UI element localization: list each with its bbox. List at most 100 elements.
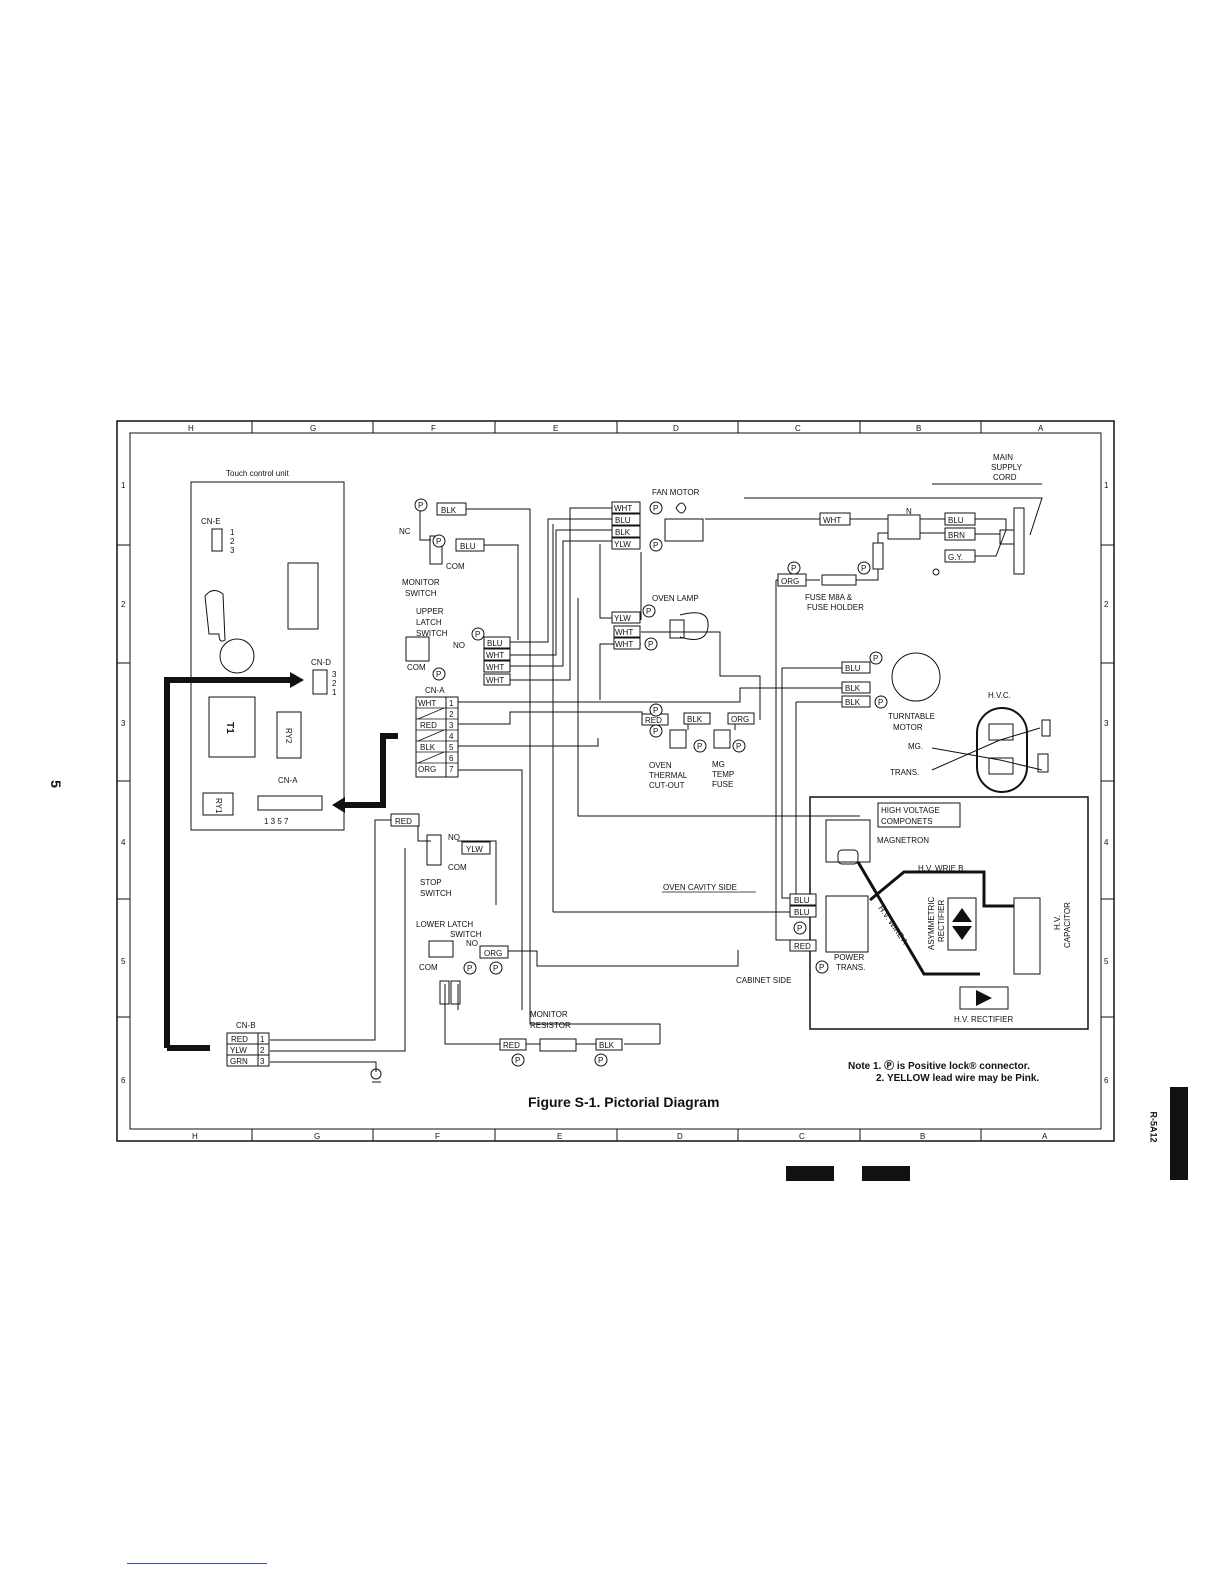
upper-latch-switch: UPPER LATCH SWITCH NO COM (405, 607, 465, 672)
asym-rectifier-label: RECTIFIER (937, 900, 946, 942)
asym-rectifier-label: ASYMMETRIC (927, 896, 936, 950)
cnb-pin-num: 3 (260, 1057, 265, 1066)
ry2-label: RY2 (284, 728, 293, 744)
oven-thermal-label: OVEN (649, 761, 672, 770)
monitor-switch-label: MONITOR (402, 578, 440, 587)
p-connector-letter: P (515, 1056, 520, 1065)
p-connector-letter: P (467, 964, 472, 973)
cnb-label: CN-B (236, 1021, 256, 1030)
note-1: Note 1. Ⓟ is Positive lock® connector. (848, 1061, 1030, 1072)
wire-tag-text: BLK (845, 698, 861, 707)
p-connector-letter: P (878, 698, 883, 707)
wire-tag-text: G.Y. (948, 553, 963, 562)
col-label-bottom: H (192, 1132, 198, 1141)
wire-tag-text: ORG (781, 577, 799, 586)
wire-tag-text: BLU (948, 516, 964, 525)
cna-board-label: CN-A (278, 776, 298, 785)
cnd-pin: 1 (332, 688, 337, 697)
row-label-left: 3 (121, 719, 126, 728)
wire-tag-text: BRN (948, 531, 965, 540)
hv-capacitor (1013, 897, 1041, 975)
wire-tag-text: ORG (484, 949, 502, 958)
main-cord-label: MAIN (993, 453, 1013, 462)
fan-icon (675, 502, 687, 514)
model-number: R-5A12 (1148, 1111, 1159, 1143)
com-label: COM (407, 663, 426, 672)
cna-pin-num: 2 (449, 710, 454, 719)
p-connector-letter: P (493, 964, 498, 973)
row-label-left: 5 (121, 957, 126, 966)
hv-wire-b-label: H.V. WRIE B (918, 864, 964, 873)
mg-label: MG. (908, 742, 923, 751)
wire-tag-text: RED (503, 1041, 520, 1050)
wire-tag-text: RED (645, 716, 662, 725)
oven-thermal-label: CUT-OUT (649, 781, 685, 790)
wire-tag-text: WHT (823, 516, 841, 525)
wire-tag-text: WHT (614, 504, 632, 513)
no-label: NO (453, 641, 465, 650)
wire-tags: BLK BLU BLU WHT WHT WHT WHT BLU BLK YLW … (390, 501, 976, 1051)
turntable-motor: TURNTABLE MOTOR (888, 652, 941, 732)
p-connector-letter: P (598, 1056, 603, 1065)
cne-pin: 1 (230, 528, 235, 537)
thermal-cutouts: OVEN THERMAL CUT-OUT MG TEMP FUSE (649, 729, 734, 790)
high-voltage-box: HIGH VOLTAGE COMPONETS MAGNETRON H.V. WR… (809, 796, 1089, 1030)
wire-tag-text: BLK (687, 715, 703, 724)
cnb-pin-color: YLW (230, 1046, 247, 1055)
wire-tag-text: BLK (845, 684, 861, 693)
wire-tag-text: ORG (731, 715, 749, 724)
row-label-left: 1 (121, 481, 126, 490)
asymmetric-rectifier (947, 897, 977, 951)
touch-control-unit: Touch control unit CN-E 1 2 3 CN-D 3 2 1… (190, 469, 345, 831)
cne-label: CN-E (201, 517, 221, 526)
hv-components-label: HIGH VOLTAGE (881, 806, 940, 815)
no-label: NO (448, 833, 460, 842)
arrow-head-cna (332, 797, 345, 813)
col-label-bottom: F (435, 1132, 440, 1141)
row-label-right: 1 (1104, 481, 1109, 490)
hvc-capacitor-unit: H.V.C. MG. TRANS. (890, 691, 1051, 793)
col-label-bottom: A (1042, 1132, 1048, 1141)
trans-label: TRANS. (890, 768, 919, 777)
row-label-left: 6 (121, 1076, 126, 1085)
hv-capacitor-label: CAPACITOR (1063, 902, 1072, 948)
lower-latch-label: SWITCH (450, 930, 482, 939)
wires (270, 483, 1043, 1072)
oven-lamp-label: OVEN LAMP (652, 594, 699, 603)
thick-signal-arrows (164, 677, 398, 1051)
p-connector-letter: P (653, 504, 658, 513)
mg-fuse-label: FUSE (712, 780, 733, 789)
col-label-top: A (1038, 424, 1044, 433)
t1-label: T1 (224, 722, 235, 734)
hv-wire-a-label: H.V. WIRE A (876, 904, 910, 947)
cna-board-pins: 1 3 5 7 (264, 817, 289, 826)
col-label-bottom: G (314, 1132, 320, 1141)
cnb-pin-color: RED (231, 1035, 248, 1044)
registration-bar (786, 1166, 834, 1181)
mg-fuse-label: TEMP (712, 770, 734, 779)
t1-transformer (208, 696, 256, 758)
monitor-resistor-label: MONITOR (530, 1010, 568, 1019)
oven-lamp: OVEN LAMP (652, 594, 709, 640)
no-label: NO (466, 939, 478, 948)
ry1-relay (202, 792, 234, 816)
power-trans-label: TRANS. (836, 963, 865, 972)
oven-cavity-side-label: OVEN CAVITY SIDE (663, 883, 737, 892)
magnetron-label: MAGNETRON (877, 836, 929, 845)
cnd-pin: 2 (332, 679, 337, 688)
main-cord-label: CORD (993, 473, 1017, 482)
col-label-bottom: E (557, 1132, 562, 1141)
cna-pin-num: 5 (449, 743, 454, 752)
cabinet-side-label: CABINET SIDE (736, 976, 791, 985)
lower-latch-label: LOWER LATCH (416, 920, 473, 929)
com-label: COM (446, 562, 465, 571)
row-label-right: 5 (1104, 957, 1109, 966)
wire-tag-text: BLU (615, 516, 631, 525)
note-2: 2. YELLOW lead wire may be Pink. (876, 1073, 1040, 1084)
col-label-bottom: D (677, 1132, 683, 1141)
turntable-label: MOTOR (893, 723, 923, 732)
cna-board-connector (257, 795, 323, 811)
upper-latch-label: UPPER (416, 607, 444, 616)
wire-tag-text: BLK (599, 1041, 615, 1050)
col-label-top: H (188, 424, 194, 433)
